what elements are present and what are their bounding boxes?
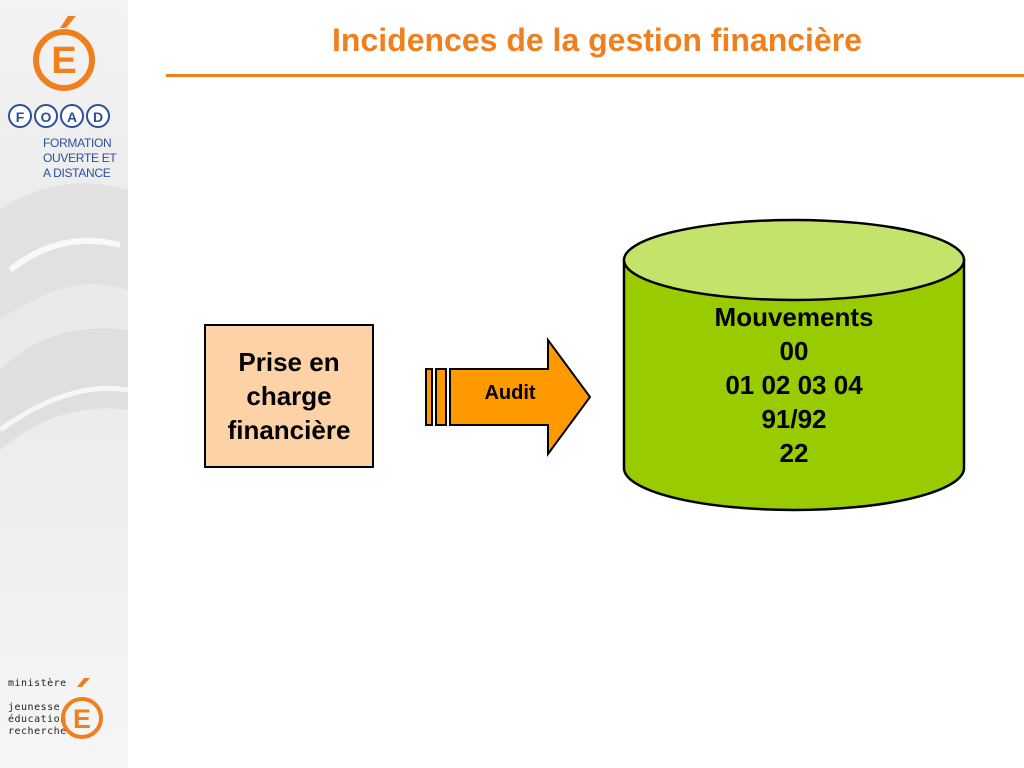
box-line: financière bbox=[227, 415, 351, 445]
hand-background-image bbox=[0, 183, 128, 450]
database-cylinder bbox=[622, 218, 966, 512]
foad-letter: D bbox=[86, 104, 110, 128]
ministry-line: recherche bbox=[8, 726, 67, 737]
arrow-stripe bbox=[435, 368, 447, 426]
prise-en-charge-box: Prise en charge financière bbox=[204, 324, 374, 468]
database-line: 22 bbox=[779, 438, 809, 468]
cylinder-top bbox=[622, 218, 966, 302]
cylinder-body bbox=[622, 258, 966, 512]
ministry-line: jeunesse bbox=[8, 702, 61, 713]
foad-letter: F bbox=[8, 104, 32, 128]
foad-subtitle-line: OUVERTE ET bbox=[43, 151, 117, 165]
database-line: 01 02 03 04 bbox=[725, 370, 863, 400]
arrow-stripe bbox=[425, 368, 433, 426]
database-line: Mouvements bbox=[714, 302, 874, 332]
box-line: charge bbox=[246, 381, 332, 411]
ministry-line: ministère bbox=[8, 678, 67, 689]
svg-text:E: E bbox=[73, 704, 91, 734]
page-title: Incidences de la gestion financière bbox=[332, 22, 862, 58]
foad-letter: O bbox=[34, 104, 58, 128]
e-logo-icon: E bbox=[33, 16, 95, 91]
foad-letter: A bbox=[60, 104, 84, 128]
foad-logo-letters: F O A D bbox=[8, 104, 112, 128]
audit-arrow bbox=[425, 336, 592, 458]
foad-subtitle-line: A DISTANCE bbox=[43, 166, 111, 180]
foad-logo-subtitle: FORMATION OUVERTE ET A DISTANCE bbox=[43, 136, 117, 181]
ministry-line: éducation bbox=[8, 714, 67, 725]
ministry-e-logo-icon: E bbox=[61, 678, 103, 739]
database-line: 00 bbox=[779, 336, 809, 366]
foad-subtitle-line: FORMATION bbox=[43, 136, 112, 150]
ministry-logo: ministère jeunesse éducation recherche E bbox=[6, 676, 124, 746]
svg-text:E: E bbox=[51, 40, 76, 82]
arrow-body bbox=[449, 336, 592, 458]
sidebar-branding: E F O A D FORMATION OUVERTE ET A DISTANC… bbox=[0, 0, 128, 768]
box-line: Prise en bbox=[238, 347, 340, 377]
audit-label: Audit bbox=[484, 382, 536, 404]
database-line: 91/92 bbox=[761, 404, 827, 434]
title-underline bbox=[166, 74, 1024, 77]
database-text: Mouvements 00 01 02 03 04 91/92 22 bbox=[624, 300, 964, 470]
